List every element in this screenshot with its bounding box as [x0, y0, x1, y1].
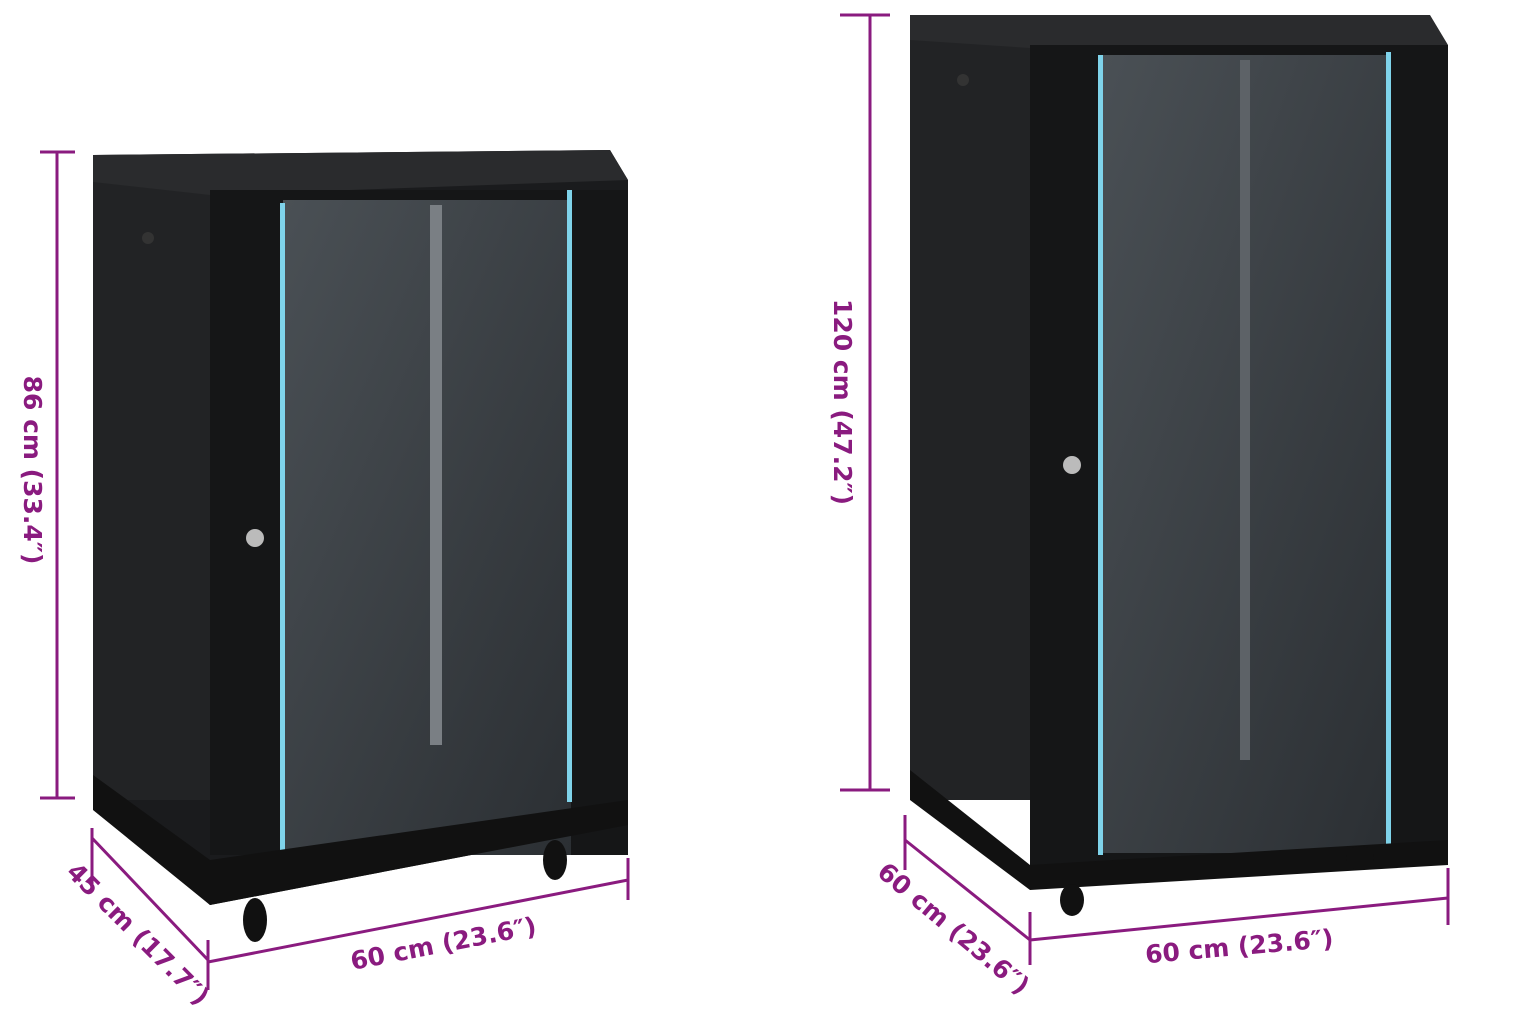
large-network-cabinet: [910, 15, 1448, 916]
lock-icon: [1063, 456, 1081, 474]
small-network-cabinet: [93, 150, 628, 942]
small-width-label: 60 cm (23.6″): [348, 911, 539, 975]
lock-icon: [246, 529, 264, 547]
mounting-rail: [1240, 60, 1250, 760]
top-panel: [910, 15, 1448, 48]
small-depth-dimension-line: [90, 828, 210, 990]
glass-panel: [283, 200, 571, 855]
small-height-label: 86 cm (33.4″): [18, 376, 47, 565]
mounting-rail: [430, 205, 442, 745]
caster-wheel: [543, 840, 567, 880]
side-panel: [910, 40, 1030, 800]
caster-wheel: [1346, 846, 1374, 870]
small-width-dimension-line: [207, 858, 630, 964]
small-height-dimension-line: [40, 150, 75, 800]
large-height-dimension-line: [840, 13, 890, 792]
caster-wheel: [1060, 884, 1084, 916]
large-width-label: 60 cm (23.6″): [1144, 924, 1335, 969]
top-panel: [93, 150, 628, 195]
large-height-label: 120 cm (47.2″): [828, 299, 857, 505]
caster-wheel: [243, 898, 267, 942]
side-panel: [93, 180, 210, 800]
large-width-dimension-line: [1029, 868, 1450, 942]
